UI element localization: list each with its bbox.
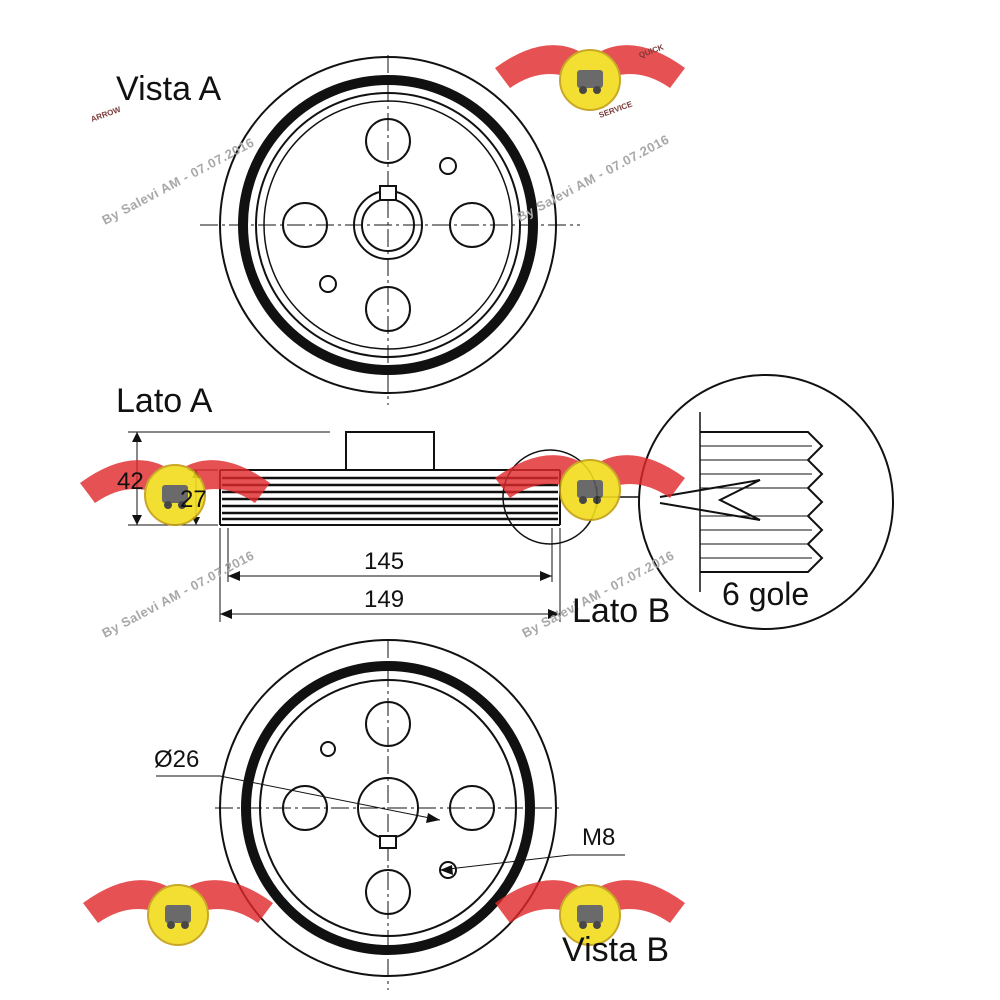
diameter-26-label: Ø26 bbox=[154, 746, 200, 773]
thread-m8-label: M8 bbox=[582, 824, 616, 851]
lato-a-label: Lato A bbox=[116, 382, 213, 420]
groove-count-label: 6 gole bbox=[722, 576, 810, 612]
vista-a-label: Vista A bbox=[116, 70, 222, 108]
vista-a-view bbox=[200, 55, 580, 405]
vista-b-label: Vista B bbox=[562, 931, 670, 969]
groove-detail bbox=[638, 374, 894, 630]
watermark-author-text: By Salevi AM - 07.07.2016 bbox=[99, 547, 256, 640]
dimension-42: 42 bbox=[117, 468, 144, 495]
watermark-group: By Salevi AM - 07.07.2016 By Salevi AM -… bbox=[79, 43, 686, 946]
vista-b-view bbox=[156, 639, 625, 990]
watermark-author-text: By Salevi AM - 07.07.2016 bbox=[514, 131, 671, 224]
watermark-author-text: By Salevi AM - 07.07.2016 bbox=[99, 134, 256, 227]
dimension-145: 145 bbox=[364, 548, 405, 575]
dimension-27: 27 bbox=[180, 486, 207, 513]
lato-b-label: Lato B bbox=[572, 592, 671, 630]
dimension-149: 149 bbox=[364, 586, 405, 613]
